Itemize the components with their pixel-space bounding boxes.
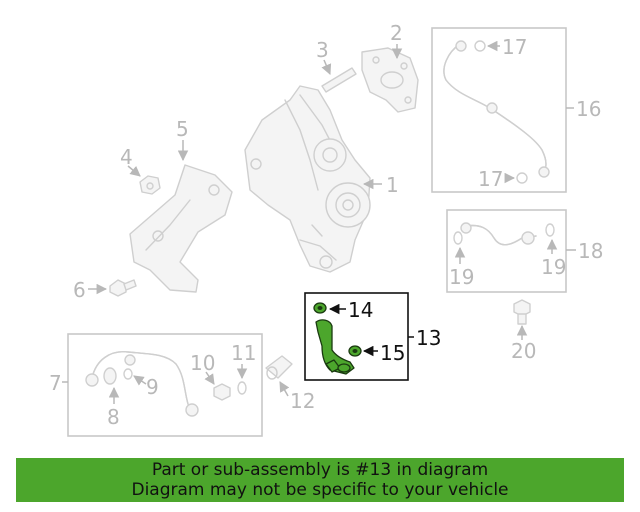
info-banner: Part or sub-assembly is #13 in diagram D… <box>16 458 624 502</box>
washer-part-19-right[interactable] <box>545 223 555 237</box>
washer-part-9[interactable] <box>123 368 133 380</box>
callout-13: 13 <box>416 326 441 350</box>
banner-line-2: Diagram may not be specific to your vehi… <box>131 480 509 500</box>
water-pipe-part-18[interactable] <box>460 222 537 246</box>
callout-18: 18 <box>578 239 603 263</box>
washer-part-11[interactable] <box>237 381 247 395</box>
washer-part-17-top[interactable] <box>474 40 486 52</box>
callout-19-right: 19 <box>541 255 566 279</box>
turbocharger-part[interactable] <box>244 85 371 273</box>
callout-5: 5 <box>176 117 189 141</box>
oil-feed-line-part[interactable] <box>85 351 199 417</box>
callout-2: 2 <box>390 21 403 45</box>
bolt-part-6[interactable] <box>109 279 137 297</box>
callout-1: 1 <box>386 173 399 197</box>
banner-line-1: Part or sub-assembly is #13 in diagram <box>151 460 489 480</box>
washer-highlighted-part-15[interactable] <box>348 345 362 357</box>
pipe-assembly-box-18 <box>446 209 567 293</box>
gasket-part[interactable] <box>361 47 419 113</box>
callout-8: 8 <box>107 405 120 429</box>
callout-7: 7 <box>49 371 62 395</box>
bolt-part-10[interactable] <box>213 383 231 401</box>
banjo-bolt-part-8[interactable] <box>103 367 117 385</box>
callout-9: 9 <box>146 375 159 399</box>
callout-11: 11 <box>231 341 256 365</box>
callout-19-left: 19 <box>449 265 474 289</box>
hose-part-12[interactable] <box>265 355 293 380</box>
callout-17-bottom: 17 <box>478 167 503 191</box>
callout-15: 15 <box>380 341 405 365</box>
bracket-part[interactable] <box>129 164 233 293</box>
pipe-assembly-box-16 <box>431 27 567 193</box>
parts-diagram: 1 2 3 4 5 6 7 <box>49 21 603 437</box>
callout-10: 10 <box>190 351 215 375</box>
coolant-pipe-highlighted-part[interactable] <box>315 319 355 375</box>
callout-12: 12 <box>290 389 315 413</box>
oil-line-kit-box <box>67 333 263 437</box>
washer-highlighted-part-14[interactable] <box>313 302 327 314</box>
stud-part[interactable] <box>321 67 357 93</box>
washer-part-17-bottom[interactable] <box>516 172 528 184</box>
callout-3: 3 <box>316 38 329 62</box>
washer-part-19-left[interactable] <box>453 231 463 245</box>
bolt-part-20[interactable] <box>513 299 531 325</box>
callout-20: 20 <box>511 339 536 363</box>
callout-16: 16 <box>576 97 601 121</box>
callout-14: 14 <box>348 298 373 322</box>
nut-part-4[interactable] <box>139 175 161 195</box>
callout-6: 6 <box>73 278 86 302</box>
callout-4: 4 <box>120 145 133 169</box>
callout-17-top: 17 <box>502 35 527 59</box>
coolant-pipe-part-16[interactable] <box>443 40 550 178</box>
